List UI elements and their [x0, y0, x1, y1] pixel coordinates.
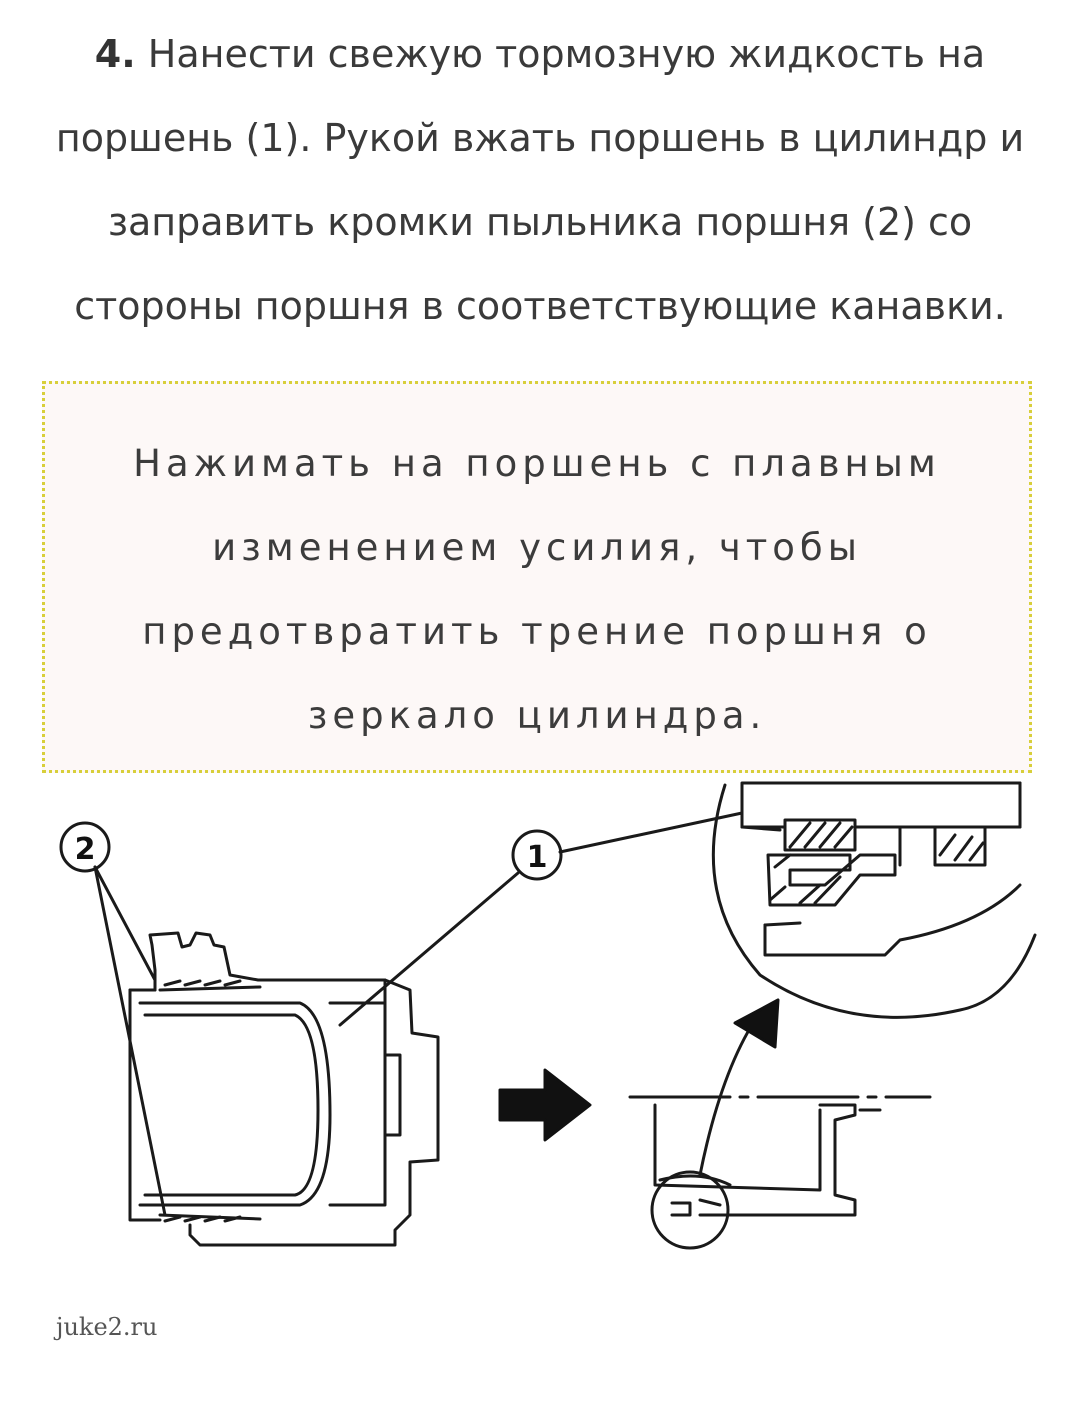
caliper-assembly-left	[128, 931, 440, 1247]
note-line: Нажимать на поршень с плавным	[133, 442, 941, 485]
curved-arrow-icon	[698, 1018, 757, 1177]
detail-circle	[650, 1170, 730, 1250]
piston-diagram: 2 1	[59, 781, 1037, 1250]
note-box: Нажимать на поршень с плавным изменением…	[42, 381, 1032, 773]
note-line: изменением усилия, чтобы	[212, 526, 862, 569]
watermark: juke2.ru	[56, 1313, 158, 1341]
step-instruction: 4. Нанести свежую тормозную жидкость на …	[40, 12, 1040, 348]
caliper-assembly-right	[628, 1095, 932, 1250]
callout-1-label: 1	[527, 840, 548, 875]
callout-2	[59, 821, 167, 1217]
note-line: предотвратить трение поршня о	[142, 610, 932, 653]
arrow-right-icon	[498, 1068, 592, 1142]
piston-body	[138, 1001, 332, 1207]
step-text: Нанести свежую тормозную жидкость на пор…	[55, 32, 1025, 328]
step-number: 4.	[94, 32, 136, 76]
note-line: зеркало цилиндра.	[307, 694, 767, 737]
magnified-detail	[711, 781, 1037, 1019]
note-text: Нажимать на поршень с плавным изменением…	[45, 422, 1029, 758]
callout-2-label: 2	[75, 832, 96, 867]
callout-1	[338, 811, 744, 1027]
